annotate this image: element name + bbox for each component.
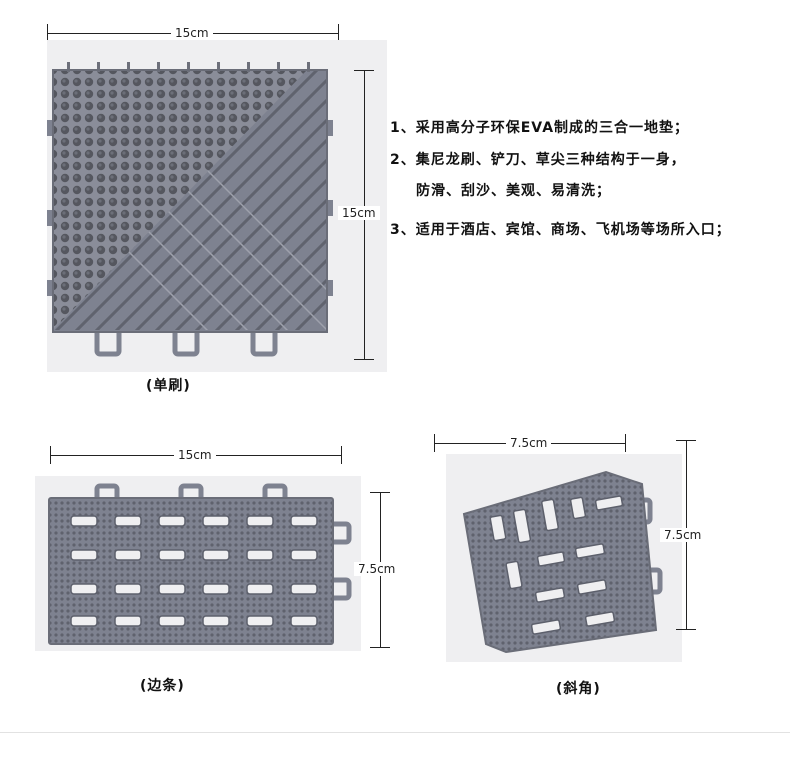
single-height-label: 15cm [338,206,380,220]
corner-width-label: 7.5cm [506,436,552,450]
single-tile-section: 15cm [47,22,387,394]
edge-width-label: 15cm [174,448,216,462]
single-caption: (单刷) [146,378,191,394]
corner-height-label: 7.5cm [660,528,706,542]
corner-section: 7.5cm [420,430,790,700]
edge-caption: (边条) [140,678,185,694]
corner-caption: (斜角) [556,681,601,697]
edge-strip-photo [35,476,361,651]
bottom-divider [0,732,790,733]
single-width-dimension: 15cm [47,22,339,44]
corner-width-dimension: 7.5cm [434,432,626,454]
feature-item-1: 1、采用高分子环保EVA制成的三合一地垫； [390,120,690,136]
feature-item-2: 2、集尼龙刷、铲刀、草尖三种结构于一身， [390,152,686,168]
corner-height-dimension: 7.5cm [660,440,706,630]
edge-width-dimension: 15cm [50,444,342,466]
single-height-dimension: 15cm [338,70,380,360]
feature-list: 1、采用高分子环保EVA制成的三合一地垫； 2、集尼龙刷、铲刀、草尖三种结构于一… [390,118,790,248]
single-width-label: 15cm [171,26,213,40]
feature-item-3: 3、适用于酒店、宾馆、商场、飞机场等场所入口； [390,222,731,238]
edge-height-label: 7.5cm [354,562,400,576]
single-brush-tile-photo [47,40,387,372]
corner-piece-photo [446,454,682,662]
feature-item-2-cont: 防滑、刮沙、美观、易清洗； [416,183,611,199]
edge-height-dimension: 7.5cm [354,492,400,648]
edge-strip-section: 15cm [0,430,420,700]
